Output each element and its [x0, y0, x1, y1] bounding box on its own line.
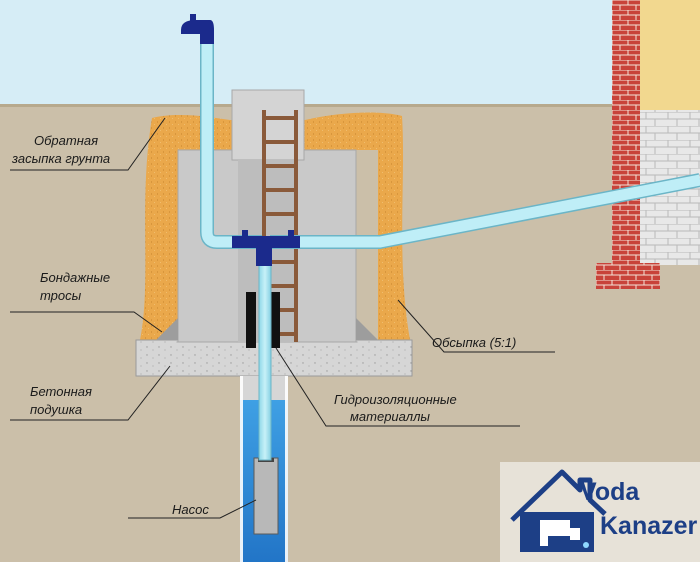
label-concrete-line2: подушка: [30, 402, 82, 417]
pump: [253, 457, 279, 535]
caisson-neck: [231, 89, 305, 161]
pipe-tee: [232, 236, 300, 248]
label-backfill-line1: Обратная: [34, 133, 98, 148]
label-pump: Насос: [172, 502, 209, 517]
waterproofing-left: [246, 292, 256, 348]
label-waterproofing-line2: материаллы: [350, 409, 430, 424]
vertical-pipe: [201, 28, 262, 248]
waterproofing-right: [270, 292, 280, 348]
bandage-rope-left: [156, 318, 178, 340]
label-casing: Обсыпка (5:1): [432, 335, 516, 350]
house-facade: [640, 0, 700, 110]
label-bandage-line1: Бондажные: [40, 270, 110, 285]
house-roof-icon: [510, 469, 607, 522]
backfill-sand: [140, 112, 410, 340]
pipe-elbow: [181, 20, 214, 44]
water-pipes: [181, 14, 700, 461]
ground-line: [0, 104, 700, 107]
sky: [0, 0, 700, 118]
water-drop-icon: [583, 542, 589, 548]
brick-footing: [596, 263, 660, 289]
wrench-icon: [540, 520, 580, 546]
brick-column: [612, 0, 640, 265]
label-backfill-line2: засыпка грунта: [11, 151, 110, 166]
leader-lines: [10, 117, 555, 519]
riser-pipe: [258, 259, 272, 461]
label-waterproofing-line1: Гидроизоляционные: [334, 392, 457, 407]
logo-line1: Voda: [580, 478, 640, 506]
label-concrete-line1: Бетонная: [30, 384, 92, 399]
bandage-rope-right: [356, 318, 378, 340]
supply-pipe-to-house: [270, 174, 700, 248]
label-bandage-line2: тросы: [40, 288, 82, 303]
logo-line2: Kanazer: [600, 512, 698, 540]
voda-kanazer-logo: Voda Kanazer: [500, 462, 700, 562]
